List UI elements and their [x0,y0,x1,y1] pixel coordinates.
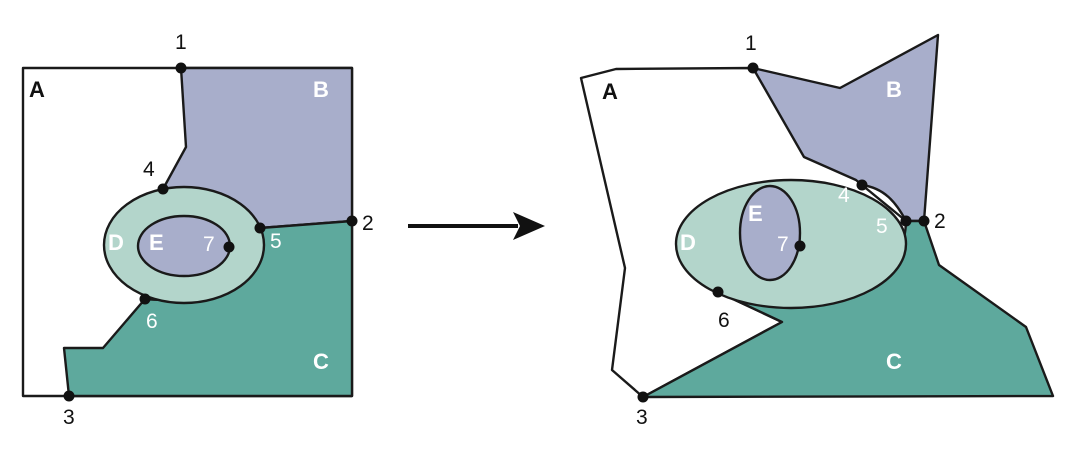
before-point-6-dot [139,293,151,305]
after-label-d: D [680,230,696,255]
before-point-3-label: 3 [63,406,75,429]
before-point-2-dot [346,215,358,227]
after-point-6-label: 6 [718,309,730,332]
before-point-1-label: 1 [175,31,187,54]
after-point-4-dot [856,179,868,191]
before-map: A B C D E 1 2 3 4 5 6 7 [21,31,374,429]
after-label-e: E [748,201,763,226]
after-map: A B C D E 1 2 3 4 5 6 7 [579,32,1055,429]
before-point-7-dot [223,241,235,253]
after-label-b: B [886,77,902,102]
after-point-2-dot [918,215,930,227]
before-label-a: A [29,77,45,102]
before-point-1-dot [175,62,187,74]
after-point-7-dot [794,240,806,252]
before-point-5-dot [254,222,266,234]
before-point-7-label: 7 [203,233,215,256]
after-point-3-dot [637,391,649,403]
after-label-c: C [886,349,902,374]
after-point-6-dot [712,286,724,298]
before-point-5-label: 5 [270,230,282,253]
after-point-5-label: 5 [876,215,888,238]
after-point-7-label: 7 [777,233,789,256]
after-point-2-label: 2 [934,210,946,233]
before-label-c: C [313,349,329,374]
after-point-5-dot [900,215,912,227]
after-point-3-label: 3 [636,406,648,429]
after-point-4-label: 4 [838,184,850,207]
after-label-a: A [602,79,618,104]
before-label-b: B [313,77,329,102]
after-point-1-dot [747,62,759,74]
after-region-e [738,184,802,282]
before-point-3-dot [63,390,75,402]
after-point-1-label: 1 [745,32,757,55]
before-point-4-dot [157,183,169,195]
before-point-2-label: 2 [362,212,374,235]
before-point-4-label: 4 [143,158,155,181]
before-label-d: D [108,230,124,255]
before-label-e: E [149,230,164,255]
before-point-6-label: 6 [146,310,158,333]
arrow-right-icon [408,212,545,240]
